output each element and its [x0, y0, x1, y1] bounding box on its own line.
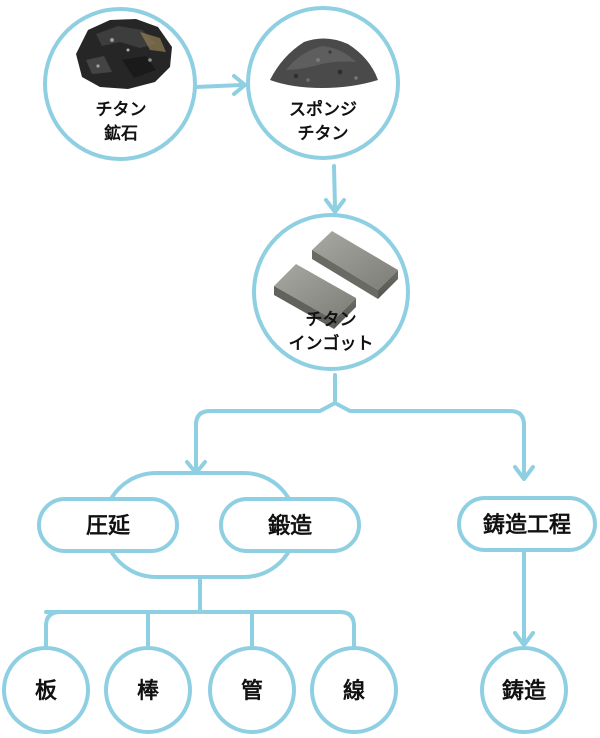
titanium-ingot-image — [274, 231, 398, 329]
sponge-titanium-label-line2: チタン — [298, 124, 349, 144]
forging-label: 鍛造 — [268, 513, 312, 539]
titanium-ore-image — [76, 19, 172, 89]
node-plate: 板 — [2, 646, 90, 734]
node-bar: 棒 — [104, 646, 192, 734]
node-sponge-titanium: スポンジ チタン — [246, 6, 400, 160]
casting-label: 鋳造 — [502, 678, 546, 704]
node-casting-process: 鋳造工程 — [457, 496, 597, 552]
bar-label: 棒 — [137, 679, 160, 704]
node-titanium-ore: チタン 鉱石 — [43, 7, 197, 161]
node-wire: 線 — [310, 646, 398, 734]
connector-sponge-to-ingot — [332, 164, 337, 210]
arrowhead-ore-to-sponge — [232, 74, 247, 96]
pipe-label: 管 — [241, 678, 263, 704]
sponge-titanium-label-line1: スポンジ — [289, 99, 357, 120]
titanium-ingot-label-line2: インゴット — [289, 333, 374, 354]
node-titanium-ingot: チタン インゴット — [252, 213, 410, 371]
node-casting: 鋳造 — [480, 646, 568, 734]
casting-process-label: 鋳造工程 — [483, 512, 571, 538]
node-rolling: 圧延 — [37, 497, 179, 553]
arrowhead-to-casting-process — [513, 465, 535, 481]
titanium-ore-label-line1: チタン — [96, 100, 147, 120]
rolling-label: 圧延 — [86, 514, 131, 539]
wire-label: 線 — [343, 678, 365, 704]
node-forging: 鍛造 — [219, 497, 361, 553]
sponge-titanium-image — [270, 38, 378, 88]
connector-lines — [44, 74, 535, 650]
titanium-ore-label-line2: 鉱石 — [104, 123, 138, 144]
node-pipe: 管 — [208, 646, 296, 734]
connector-ore-to-sponge — [194, 83, 243, 89]
plate-label: 板 — [35, 679, 58, 704]
arrowhead-to-casting — [513, 631, 535, 647]
arrowhead-sponge-to-ingot — [324, 198, 346, 214]
rolling-forging-group: 圧延 鍛造 — [37, 471, 361, 579]
connector-products-bar — [44, 610, 356, 650]
connector-ingot-left-branch — [194, 401, 337, 472]
connector-ingot-branch — [333, 373, 526, 478]
titanium-ingot-label-line1: チタン — [306, 310, 357, 330]
